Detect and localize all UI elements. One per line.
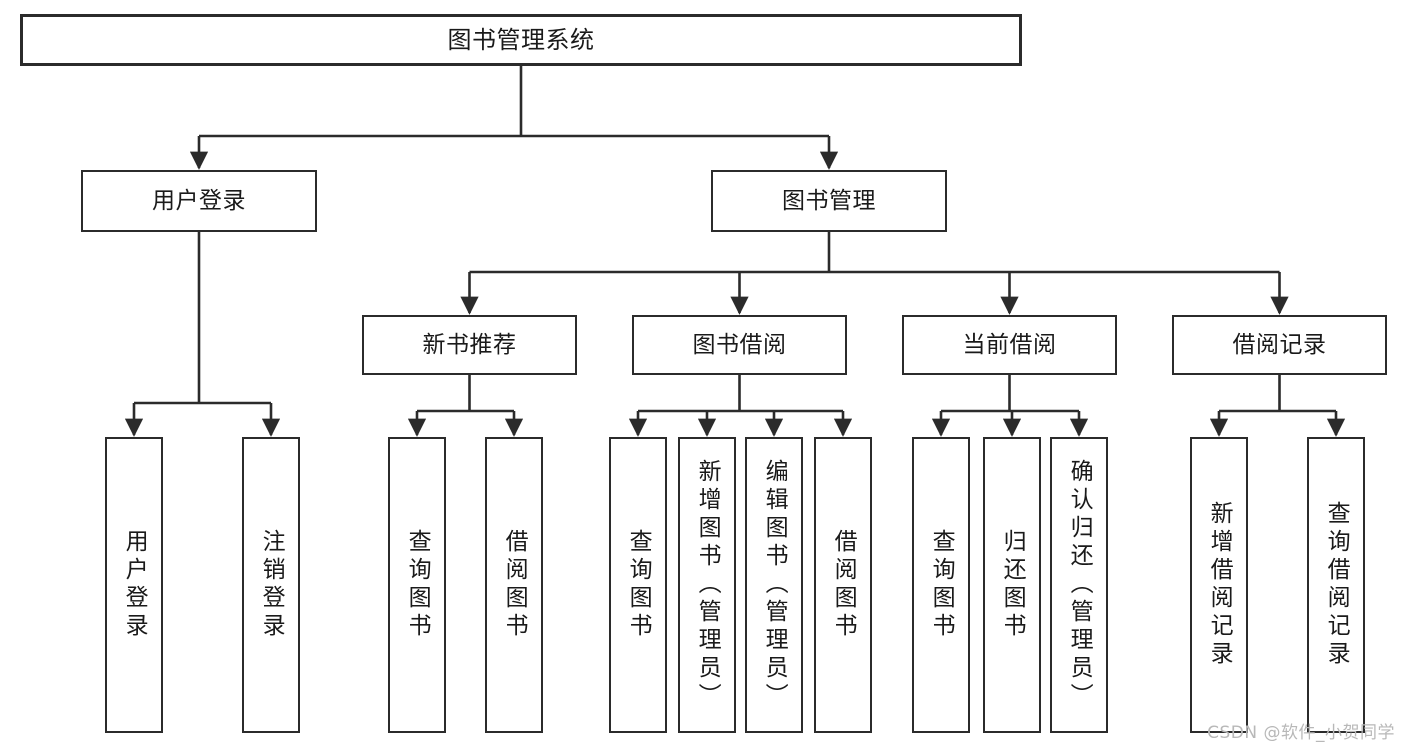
node-l3-当前借阅-2[interactable]: 当前借阅 (902, 315, 1117, 375)
node-l3-图书借阅-1[interactable]: 图书借阅 (632, 315, 847, 375)
node-l2-用户登录-0[interactable]: 用户登录 (81, 170, 317, 232)
node-l2-图书管理-1[interactable]: 图书管理 (711, 170, 947, 232)
node-leaf-label: 新增图书（管理员） (694, 459, 721, 711)
node-leaf-label: 查询图书 (928, 529, 955, 641)
node-root[interactable]: 图书管理系统 (20, 14, 1022, 66)
node-l3-label: 借阅记录 (1232, 331, 1327, 358)
node-leaf-label: 新增借阅记录 (1206, 501, 1233, 669)
node-leaf-label: 注销登录 (258, 529, 285, 641)
node-leaf-借阅图书-7[interactable]: 借阅图书 (814, 437, 872, 733)
node-leaf-label: 用户登录 (121, 529, 148, 641)
node-leaf-label: 借阅图书 (830, 529, 857, 641)
node-l2-label: 图书管理 (782, 187, 876, 214)
node-leaf-确认归还管理员-10[interactable]: 确认归还（管理员） (1050, 437, 1108, 733)
node-leaf-label: 编辑图书（管理员） (761, 459, 788, 711)
node-l3-label: 图书借阅 (692, 331, 787, 358)
node-leaf-label: 查询图书 (625, 529, 652, 641)
node-leaf-label: 查询借阅记录 (1323, 501, 1350, 669)
node-leaf-label: 借阅图书 (501, 529, 528, 641)
node-leaf-新增图书管理员-5[interactable]: 新增图书（管理员） (678, 437, 736, 733)
node-l2-label: 用户登录 (152, 187, 246, 214)
node-leaf-借阅图书-3[interactable]: 借阅图书 (485, 437, 543, 733)
node-leaf-用户登录-0[interactable]: 用户登录 (105, 437, 163, 733)
node-l3-新书推荐-0[interactable]: 新书推荐 (362, 315, 577, 375)
node-l3-借阅记录-3[interactable]: 借阅记录 (1172, 315, 1387, 375)
node-leaf-查询图书-4[interactable]: 查询图书 (609, 437, 667, 733)
node-leaf-label: 查询图书 (404, 529, 431, 641)
node-l3-label: 新书推荐 (422, 331, 517, 358)
csdn-watermark: CSDN @软件_小贺同学 (1207, 723, 1395, 743)
node-leaf-注销登录-1[interactable]: 注销登录 (242, 437, 300, 733)
node-leaf-label: 确认归还（管理员） (1066, 459, 1093, 711)
node-leaf-新增借阅记录-11[interactable]: 新增借阅记录 (1190, 437, 1248, 733)
node-root-label: 图书管理系统 (447, 26, 595, 54)
node-leaf-查询借阅记录-12[interactable]: 查询借阅记录 (1307, 437, 1365, 733)
node-leaf-label: 归还图书 (999, 529, 1026, 641)
node-leaf-查询图书-8[interactable]: 查询图书 (912, 437, 970, 733)
node-l3-label: 当前借阅 (962, 331, 1057, 358)
node-leaf-编辑图书管理员-6[interactable]: 编辑图书（管理员） (745, 437, 803, 733)
node-leaf-查询图书-2[interactable]: 查询图书 (388, 437, 446, 733)
node-leaf-归还图书-9[interactable]: 归还图书 (983, 437, 1041, 733)
